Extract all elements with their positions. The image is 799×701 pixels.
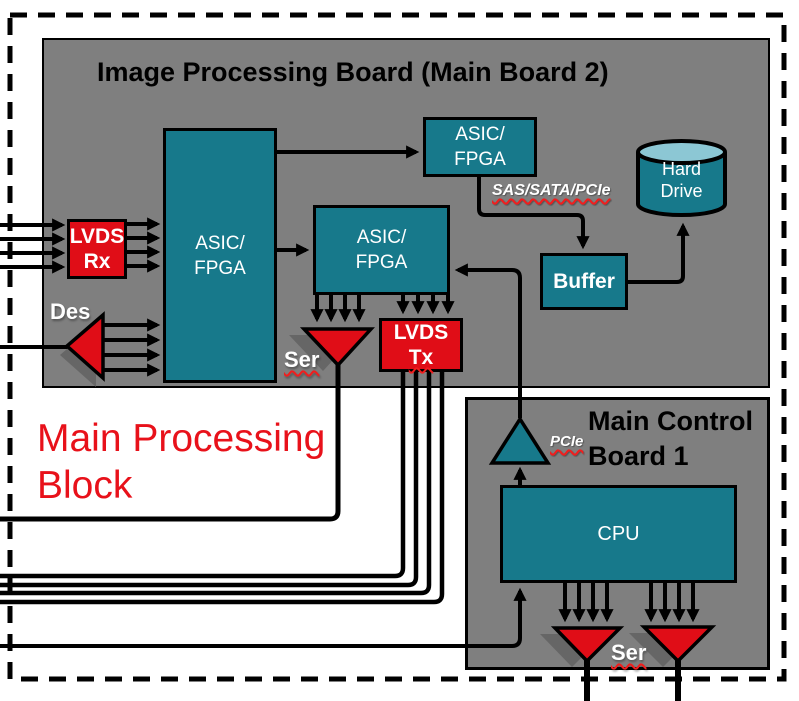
lvds-tx-label-line2: Tx (408, 346, 434, 369)
connectors (0, 145, 700, 701)
buffer-to-harddrive-arrow (628, 222, 690, 284)
ser-serializer-triangle-main (299, 327, 375, 368)
main-processing-block-label: Main Processing Block (37, 415, 325, 509)
asic-secondary-label-line1: ASIC/ (356, 227, 407, 248)
asic-storage-label-line2: FPGA (454, 149, 506, 170)
main-control-board-title-line2: Board 1 (588, 441, 689, 471)
hard-drive-cylinder (636, 139, 727, 217)
cpu-label: CPU (597, 522, 640, 545)
asic-secondary-label-line2: FPGA (355, 252, 408, 273)
buffer-label: Buffer (553, 269, 615, 293)
ser-serializer-triangle-1 (550, 626, 625, 664)
des-to-asic-arrows (103, 318, 161, 377)
des-label: Des (50, 299, 91, 324)
des-deserializer-triangle (64, 311, 105, 382)
cpu-block: CPU (500, 485, 737, 583)
lvds-rx-label-line2: Rx (83, 250, 111, 273)
sas-sata-pcie-label: SAS/SATA/PCIe (492, 182, 611, 199)
lvds-tx-block: LVDS Tx (379, 318, 463, 372)
cpu-to-ser2-arrows (644, 583, 700, 623)
lvds-rx-label-line1: LVDS (69, 225, 125, 248)
ser-output-line (0, 365, 341, 522)
lvds-tx-label-line1: LVDS (393, 321, 449, 344)
hard-drive-label-line1: Hard (661, 159, 701, 179)
lvds-tx-output-lines (0, 372, 445, 605)
asic-fpga-secondary-block: ASIC/ FPGA (313, 205, 450, 295)
asic-main-label-line2: FPGA (194, 257, 246, 279)
ser-serializer-triangle-2 (639, 625, 717, 664)
lvds-rx-input-arrows (0, 218, 66, 274)
main-processing-block-line1: Main Processing (37, 417, 326, 460)
buffer-block: Buffer (540, 253, 628, 310)
hard-drive-label-line2: Drive (660, 181, 703, 201)
asic-main-label-line1: ASIC/ (195, 232, 245, 254)
ser-label-control-board: Ser (611, 640, 647, 665)
pcie-label: PCIe (550, 433, 584, 450)
dashed-system-border (7, 12, 787, 682)
asic-fpga-main-block: ASIC/ FPGA (163, 128, 277, 383)
pcie-link-line (454, 263, 522, 418)
image-processing-board-title: Image Processing Board (Main Board 2) (97, 57, 609, 87)
main-control-board-title: Main Control Board 1 (588, 404, 753, 474)
ser-label-main-board: Ser (284, 347, 320, 372)
hard-drive-label: Hard Drive (638, 158, 725, 202)
cpu-input-line (0, 587, 527, 648)
lvds-rx-block: LVDS Rx (67, 219, 127, 279)
pcie-driver-triangle (488, 415, 552, 465)
asic-fpga-storage-block: ASIC/ FPGA (423, 117, 537, 177)
asic2-to-lvds-tx-arrows (396, 295, 455, 315)
lvds-rx-to-asic-arrows (127, 217, 161, 273)
main-control-board-title-line1: Main Control (588, 406, 753, 436)
cpu-to-ser1-arrows (558, 583, 614, 623)
asic-to-buffer-arrow (477, 177, 590, 250)
main-processing-block-line2: Block (37, 464, 133, 507)
asic-storage-label-line1: ASIC/ (455, 124, 505, 145)
asic2-to-ser-arrows (310, 295, 366, 323)
